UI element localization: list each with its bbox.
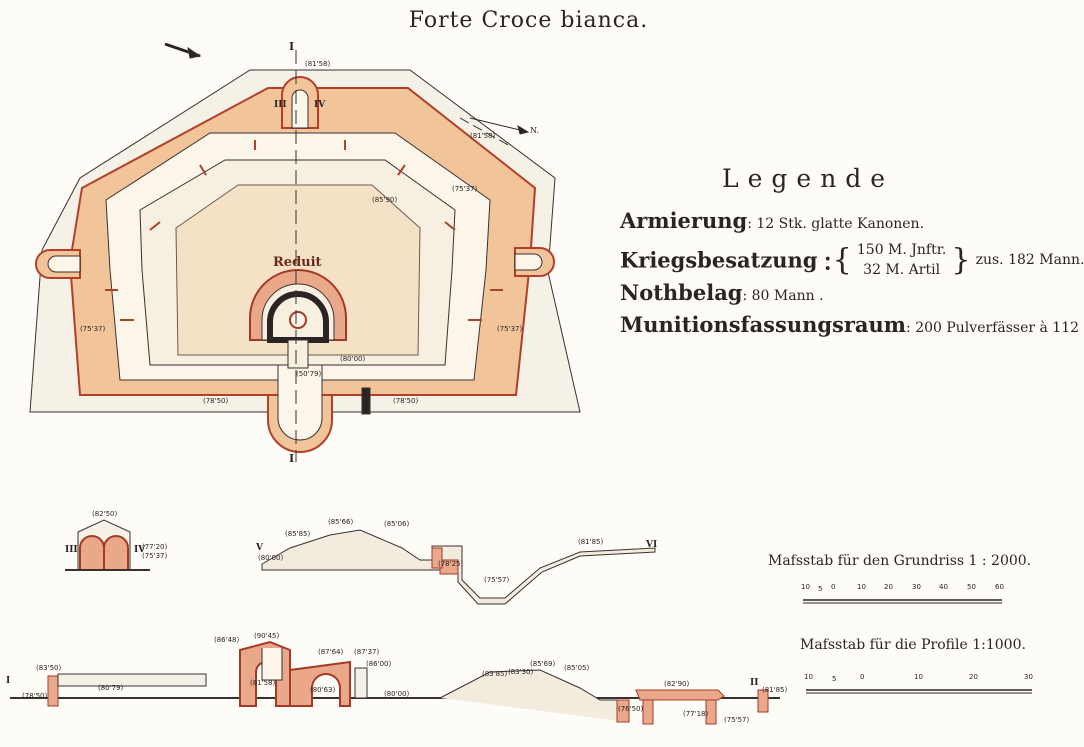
plan-elevation: (81'58) [305,60,331,68]
profile-elevation: (80'00) [258,554,284,562]
scale-tick: 60 [995,583,1004,591]
section-line-V-VI [459,117,511,147]
profile-mark: IV [134,545,146,555]
scale-tick: 40 [939,583,948,591]
scale-tick: 30 [1024,673,1033,681]
profile-elevation: (87'37) [354,648,380,656]
profile-elevation: (85'05) [564,664,590,672]
garrison-breakdown: 150 M. Jnftr. 32 M. Artil [857,240,946,280]
infantry-count: 150 M. Jnftr. [856,242,947,258]
profile-elevation: (82'50) [92,510,118,518]
profile-mark: VI [646,540,658,550]
plan-elevation: (81'58) [470,132,496,140]
profile-elevation: (81'85) [762,686,788,694]
profile-elevation: (75'57) [724,716,750,724]
legend-row-armierung: Armierung: 12 Stk. glatte Kanonen. [620,208,924,233]
legend-heading: Legende [722,164,895,193]
profile-elevation: (81'58) [250,679,276,687]
reduit [249,269,347,369]
profile-elevation: (78'25) [438,560,464,568]
legend-value: : 80 Mann . [742,288,824,304]
profile-mark: II [750,678,759,688]
page-title: Forte Croce bianca. [408,8,649,33]
profile-elevation: (76'50) [618,705,644,713]
legend-key: Kriegsbesatzung [620,247,818,273]
scale-tick: 10 [804,673,813,681]
profile-V-VI [261,529,656,605]
legend-value: : 200 Pulverfässer à 112 [906,320,1080,336]
scale-tick: 5 [818,585,823,593]
profiles [10,519,780,725]
fort-plan [29,42,581,462]
garrison-total: zus. 182 Mann. [975,252,1084,268]
profile-elevation: (80'00) [384,690,410,698]
profile-elevation: (87'64) [318,648,344,656]
scale-tick: 20 [969,673,978,681]
artillery-count: 32 M. Artil [863,262,941,278]
scale-bars [803,599,1032,694]
plan-elevation: (75'37) [497,325,523,333]
section-mark-IV: IV [314,100,326,110]
plan-elevation: (78'50) [203,397,229,405]
fort-drawing [10,42,1032,725]
profile-elevation: (85'06) [384,520,410,528]
legend-key: Nothbelag [620,280,743,305]
profile-mark: III [65,545,78,555]
profile-elevation: (80'63) [310,686,336,694]
profile-elevation: (75'37) [142,552,168,560]
legend-key: Munitionsfassungsraum [620,312,907,337]
profile-elevation: (83'30) [508,668,534,676]
scale-tick: 10 [801,583,810,591]
section-mark-III: III [274,100,287,110]
legend-row-kriegsbesatzung: Kriegsbesatzung :{ 150 M. Jnftr. 32 M. A… [620,240,1084,280]
section-mark-bottom: I [289,452,295,465]
north-arrow [164,42,530,135]
profile-mark: V [256,543,263,553]
profile-elevation: (85'85) [285,530,311,538]
scale-tick: 0 [831,583,836,591]
profile-elevation: (82'90) [664,680,690,688]
left-brace: :{ [822,242,852,278]
profile-elevation: (81'85) [578,538,604,546]
legend-row-nothbelag: Nothbelag: 80 Mann . [620,280,824,305]
profile-elevation: (75'57) [484,576,510,584]
scale-tick: 30 [912,583,921,591]
legend-key: Armierung [620,208,748,233]
plan-elevation: (80'00) [340,355,366,363]
plan-elevation: (78'50) [393,397,419,405]
profile-elevation: (77'18) [683,710,709,718]
profile-elevation: (86'48) [214,636,240,644]
profile-mark: I [6,676,11,686]
profile-III-IV [65,519,150,571]
legend-row-munition: Munitionsfassungsraum: 200 Pulverfässer … [620,312,1079,337]
plan-elevation: (85'90) [372,196,398,204]
profile-elevation: (80'79) [98,684,124,692]
scale-tick: 10 [857,583,866,591]
profile-elevation: (90'45) [254,632,280,640]
scale-label-profile: Mafsstab für die Profile 1:1000. [800,637,1026,653]
plan-elevation: (50'79) [296,370,322,378]
scale-tick: 10 [914,673,923,681]
scale-tick: 50 [967,583,976,591]
gate-mark [361,387,371,415]
scale-tick: 0 [860,673,865,681]
plan-elevation: (75'37) [80,325,106,333]
section-mark-top: I [289,40,295,53]
reduit-label: Reduit [273,255,322,270]
profile-elevation: (85'69) [530,660,556,668]
right-brace: } [951,242,971,278]
profile-elevation: (85'66) [328,518,354,526]
profile-elevation: (83'85) [482,670,508,678]
profile-I-II [10,640,780,725]
profile-elevation: (83'50) [36,664,62,672]
legend-value: : 12 Stk. glatte Kanonen. [747,216,925,232]
scale-tick: 20 [884,583,893,591]
plan-elevation: (75'37) [452,185,478,193]
profile-elevation: (77'20) [142,543,168,551]
scale-label-grundriss: Mafsstab für den Grundriss 1 : 2000. [768,553,1032,569]
scale-tick: 5 [832,675,837,683]
profile-elevation: (78'50) [22,692,48,700]
profile-elevation: (86'00) [366,660,392,668]
north-label: N. [530,126,540,135]
